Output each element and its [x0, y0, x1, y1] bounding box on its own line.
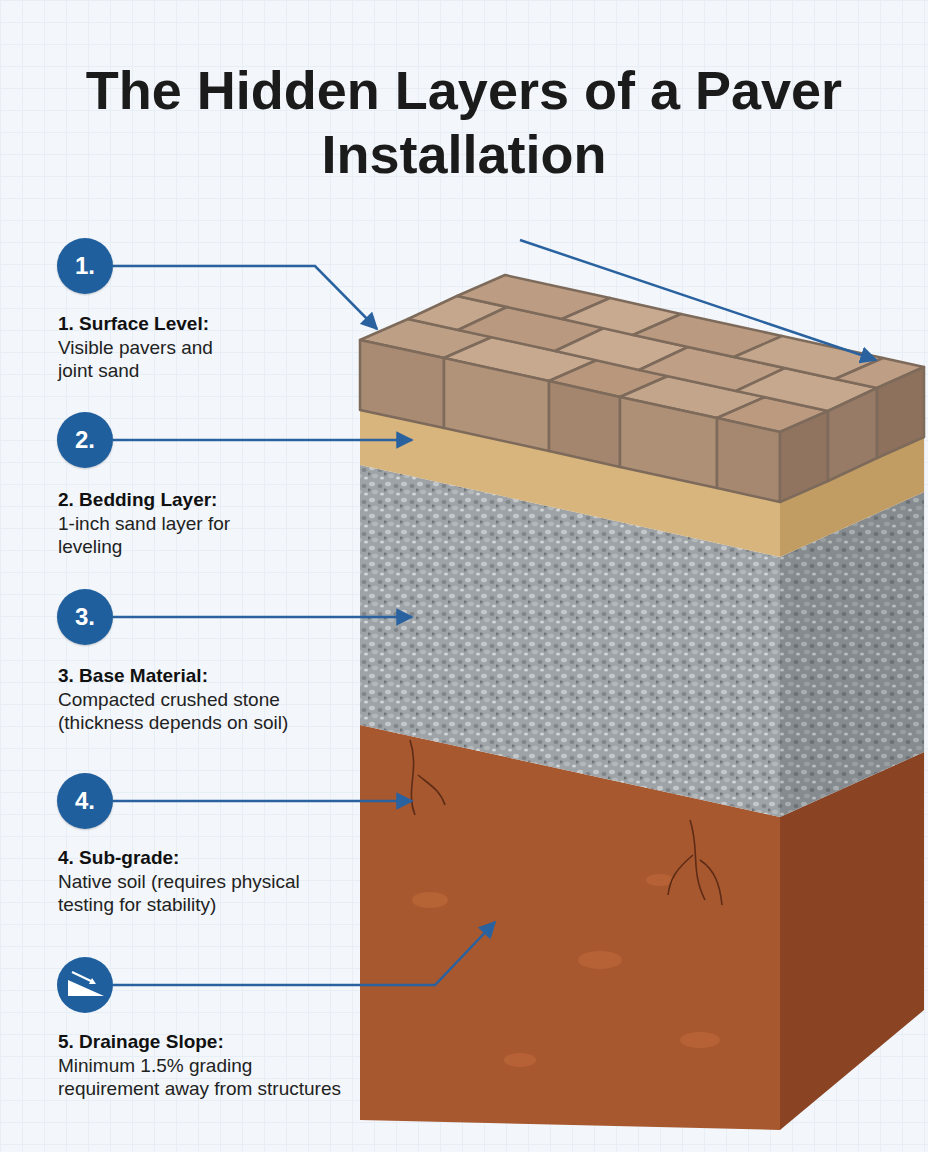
callout-description: Compacted crushed stone (thickness depen… [58, 688, 353, 734]
callout-circle: 4. [57, 773, 113, 829]
soil-texture [412, 874, 720, 1067]
callout-heading: 3. Base Material: [58, 664, 328, 687]
slope-arrow [520, 240, 876, 360]
callout-circle: 1. [57, 238, 113, 294]
slope-icon [57, 957, 113, 1013]
paver-side [780, 367, 924, 502]
callout-heading: 1. Surface Level: [58, 312, 328, 335]
paver [717, 418, 780, 502]
callout-number: 2. [75, 426, 95, 454]
callout-number: 4. [75, 787, 95, 815]
callout-number: 1. [75, 252, 95, 280]
callout-description: Minimum 1.5% grading requirement away fr… [58, 1054, 353, 1100]
paver [877, 367, 924, 458]
callout-circle: 3. [57, 589, 113, 645]
paver [549, 381, 620, 467]
callout-circle: 2. [57, 412, 113, 468]
slope-mini-head [89, 978, 96, 984]
paver [444, 358, 549, 451]
leader-arrow [113, 439, 412, 442]
callout-description: Native soil (requires physical testing f… [58, 870, 353, 916]
paver [620, 397, 717, 488]
leader-arrow [113, 616, 412, 619]
callout-description: Visible pavers and joint sand [58, 336, 243, 382]
slope-wedge [68, 980, 104, 996]
diagram-title: The Hidden Layers of a Paver Installatio… [84, 58, 844, 186]
callout-description: 1-inch sand layer for leveling [58, 512, 273, 558]
callout-heading: 5. Drainage Slope: [58, 1030, 328, 1053]
icon-circle [57, 957, 113, 1013]
leader-arrow [113, 922, 495, 985]
soil-side [780, 752, 924, 1130]
paver-joints [360, 275, 924, 502]
paver [828, 388, 877, 481]
slope-mini-arrow [72, 972, 93, 982]
callout-number: 3. [75, 603, 95, 631]
callout-heading: 2. Bedding Layer: [58, 488, 328, 511]
leader-arrow [113, 800, 412, 803]
paver [780, 411, 828, 502]
paver [360, 340, 444, 428]
callout-heading: 4. Sub-grade: [58, 846, 328, 869]
paver-front [360, 340, 780, 502]
